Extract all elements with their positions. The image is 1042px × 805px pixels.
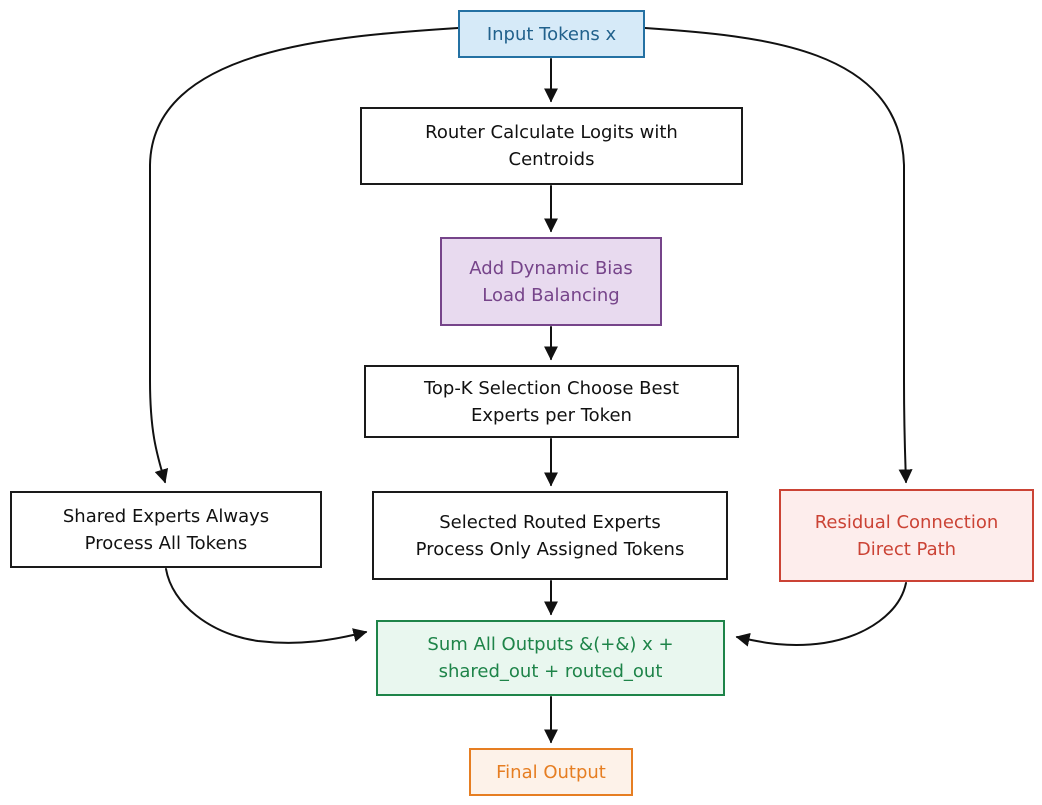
node-shared-experts-label: Shared Experts Always Process All Tokens bbox=[62, 505, 270, 554]
node-residual-connection: Residual Connection Direct Path bbox=[779, 489, 1034, 582]
node-router-logits-label: Router Calculate Logits with Centroids bbox=[425, 122, 678, 170]
node-routed-experts-label: Selected Routed Experts Process Only Ass… bbox=[415, 511, 685, 560]
node-dynamic-bias-label: Add Dynamic Bias Load Balancing bbox=[469, 257, 633, 306]
node-shared-experts: Shared Experts Always Process All Tokens bbox=[10, 491, 322, 568]
edge-input-shared bbox=[149, 27, 459, 484]
node-final-output: Final Output bbox=[469, 748, 633, 796]
edge-residual-sum bbox=[735, 582, 907, 647]
node-dynamic-bias: Add Dynamic Bias Load Balancing bbox=[440, 237, 662, 326]
edge-shared-sum bbox=[165, 568, 368, 644]
node-residual-connection-label: Residual Connection Direct Path bbox=[814, 511, 999, 560]
node-sum-outputs-label: Sum All Outputs &(+&) x + shared_out + r… bbox=[427, 634, 674, 682]
edge-input-residual bbox=[644, 27, 913, 484]
node-topk-selection-label: Top-K Selection Choose Best Experts per … bbox=[423, 377, 680, 426]
node-router-logits: Router Calculate Logits with Centroids bbox=[360, 107, 743, 185]
node-routed-experts: Selected Routed Experts Process Only Ass… bbox=[372, 491, 728, 580]
node-input-tokens: Input Tokens x bbox=[458, 10, 645, 58]
node-sum-outputs: Sum All Outputs &(+&) x + shared_out + r… bbox=[376, 620, 725, 696]
node-input-tokens-label: Input Tokens x bbox=[486, 23, 617, 45]
node-topk-selection: Top-K Selection Choose Best Experts per … bbox=[364, 365, 739, 438]
node-final-output-label: Final Output bbox=[496, 761, 606, 783]
